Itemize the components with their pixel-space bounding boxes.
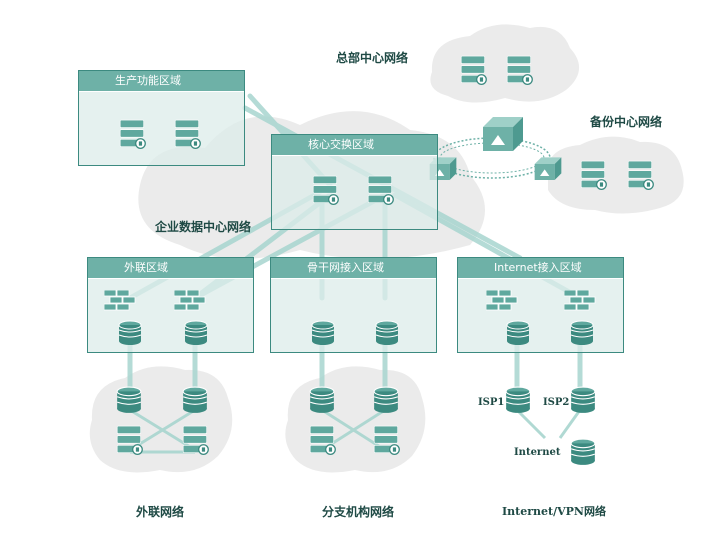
server-icon [119, 119, 146, 149]
database-icon [570, 320, 594, 346]
database-icon [505, 386, 531, 414]
label-hq: 总部中心网络 [336, 51, 409, 65]
ext-cloud [89, 366, 233, 473]
zone-external-icons [104, 290, 208, 346]
database-icon [570, 438, 596, 466]
zone-backbone-title: 骨干网接入区域 [271, 258, 436, 279]
firewall-icon [104, 290, 136, 311]
database-icon [116, 386, 142, 414]
label-branch-net: 分支机构网络 [322, 505, 395, 519]
database-icon [570, 386, 596, 414]
firewall-icon [564, 290, 596, 311]
zone-core: 核心交换区域 [271, 134, 438, 230]
zone-production: 生产功能区域 [78, 70, 245, 166]
firewall-icon [486, 290, 518, 311]
label-dc: 企业数据中心网络 [155, 220, 252, 234]
server-icon [174, 119, 201, 149]
database-icon [375, 320, 399, 346]
server-icon [309, 425, 336, 455]
server-icon [460, 55, 487, 85]
label-internet: Internet [514, 447, 561, 458]
zone-internet-icons [486, 290, 596, 346]
zone-internet-title: Internet接入区域 [458, 258, 623, 279]
zone-external: 外联区域 [87, 257, 254, 353]
database-icon [311, 320, 335, 346]
server-icon [182, 425, 209, 455]
server-icon [367, 175, 394, 205]
firewall-icon [174, 290, 206, 311]
server-icon [116, 425, 143, 455]
database-icon [182, 386, 208, 414]
zone-production-icons [119, 119, 201, 149]
zone-internet: Internet接入区域 [457, 257, 624, 353]
backup-cloud [547, 136, 684, 214]
server-icon [580, 160, 607, 190]
database-icon [184, 320, 208, 346]
router-icon [483, 117, 523, 151]
zone-production-title: 生产功能区域 [79, 71, 244, 92]
server-icon [506, 55, 533, 85]
zone-backbone-icons [311, 320, 399, 346]
zone-backbone: 骨干网接入区域 [270, 257, 437, 353]
label-ext-net: 外联网络 [136, 505, 185, 519]
label-isp1: ISP1 [478, 397, 505, 408]
hq-cloud [430, 24, 580, 103]
router-icon [534, 157, 562, 180]
label-inet-vpn: Internet/VPN网络 [502, 505, 606, 518]
zone-core-title: 核心交换区域 [272, 135, 437, 156]
zone-core-icons [312, 175, 394, 205]
label-isp2: ISP2 [543, 397, 570, 408]
zone-external-title: 外联区域 [88, 258, 253, 279]
branch-cloud [285, 366, 426, 473]
server-icon [312, 175, 339, 205]
database-icon [309, 386, 335, 414]
database-icon [373, 386, 399, 414]
server-icon [627, 160, 654, 190]
label-backup: 备份中心网络 [590, 115, 663, 129]
server-icon [373, 425, 400, 455]
database-icon [506, 320, 530, 346]
database-icon [118, 320, 142, 346]
